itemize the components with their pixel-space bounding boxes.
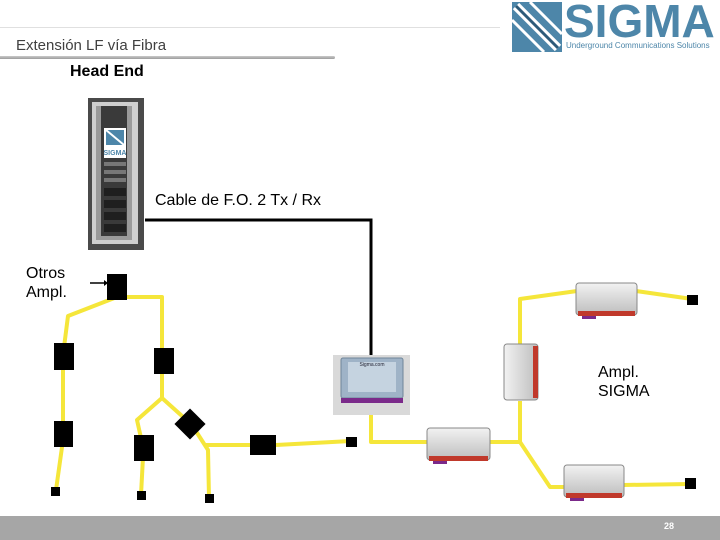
- fiber-cable: [145, 218, 373, 356]
- other-amp-5: [134, 435, 154, 461]
- other-amp-7: [174, 408, 206, 440]
- slide-title: Extensión LF vía Fibra: [16, 37, 167, 54]
- other-amp-2: [154, 348, 174, 374]
- sigma-amp-label-line1: Ampl.: [598, 364, 639, 381]
- other-amp-1: [107, 274, 127, 300]
- coax-right-up: [490, 401, 522, 444]
- rack-logo-text: SIGMA: [104, 150, 127, 157]
- terminator-5: [687, 295, 698, 305]
- sigma-logo: [508, 0, 720, 56]
- otros-arrow-head-icon: [104, 280, 108, 286]
- coax-right-top-out: [635, 289, 693, 301]
- head-end-label: Head End: [70, 63, 144, 80]
- sigma-amp-label-line2: SIGMA: [598, 383, 650, 400]
- terminator-1: [51, 487, 60, 496]
- coax-right-bottom-out: [622, 482, 691, 487]
- cable-label: Cable de F.O. 2 Tx / Rx: [155, 192, 321, 209]
- end-terminators: [51, 295, 698, 503]
- fiber-master-unit: Sigma.com: [333, 355, 410, 415]
- sigma-amp-vertical: [503, 343, 539, 401]
- terminator-6: [685, 478, 696, 489]
- otros-amp-label: Otros Ampl.: [26, 264, 67, 302]
- coax-right-up-2: [518, 289, 578, 345]
- sigma-logo-mark-icon: [510, 0, 564, 54]
- head-end-rack: SIGMA: [88, 98, 144, 250]
- sigma-amp-top: [575, 282, 638, 319]
- page-number: 28: [664, 521, 675, 531]
- footer-bar: [0, 516, 720, 540]
- header-top-rule: [0, 27, 500, 28]
- other-amp-6: [250, 435, 276, 455]
- other-amp-3: [54, 343, 74, 370]
- coax-left-branch-1: [61, 295, 118, 356]
- otros-amp-label-line1: Otros: [26, 265, 66, 282]
- other-amplifiers: [54, 274, 276, 461]
- coax-right-down: [490, 440, 565, 489]
- other-amp-4: [54, 421, 73, 447]
- coax-left-branch-3: [54, 439, 65, 491]
- title-underline: [0, 56, 335, 59]
- logo-tagline: Underground Communications Solutions: [566, 41, 710, 50]
- logo-wordmark: SIGMA: [564, 0, 715, 47]
- coax-mid-branch-1: [135, 372, 164, 448]
- coax-right-main: [369, 412, 428, 444]
- otros-amp-label-line2: Ampl.: [26, 284, 67, 301]
- coax-mid-branch-4: [190, 423, 211, 499]
- sigma-amp-middle: [426, 427, 491, 464]
- fiber-box-text: Sigma.com: [359, 362, 384, 368]
- sigma-amp-label: Ampl. SIGMA: [598, 363, 650, 401]
- terminator-3: [205, 494, 214, 503]
- coax-mid-branch-2: [139, 456, 145, 496]
- sigma-amp-bottom: [563, 464, 625, 501]
- terminator-2: [137, 491, 146, 500]
- terminator-4: [346, 437, 357, 447]
- coax-mid-branch-6: [275, 439, 352, 447]
